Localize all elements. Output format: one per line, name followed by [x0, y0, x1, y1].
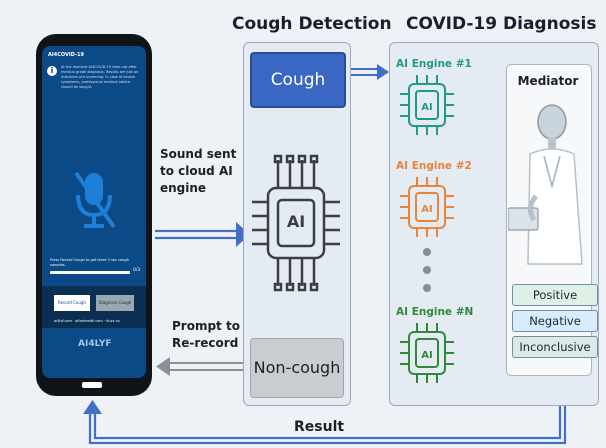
app-title: AI4COVID-19	[48, 52, 85, 58]
robot-doctor-icon	[507, 96, 588, 268]
engine-n-label: AI Engine #N	[396, 306, 474, 318]
outcome-inconclusive: Inconclusive	[512, 336, 598, 358]
outcome-positive: Positive	[512, 284, 598, 306]
svg-text:AI: AI	[421, 350, 432, 361]
disclaimer-text: At the moment AI4COVID-19 does not offer…	[61, 65, 139, 89]
record-cough-button[interactable]: Record Cough	[54, 295, 90, 311]
phone-screen: AI4COVID-19 i At the moment AI4COVID-19 …	[42, 46, 146, 378]
progress-count: 0/3	[133, 268, 141, 273]
result-arrow	[83, 376, 567, 445]
home-button[interactable]	[82, 382, 102, 388]
sound-sent-line-1: Sound sent	[160, 147, 237, 161]
ellipsis-dot	[423, 248, 431, 256]
diagnose-cough-button[interactable]: Diagnose Cough	[96, 295, 134, 311]
engine-n-chip-icon: AI	[400, 322, 454, 384]
non-cough-node: Non-cough	[250, 338, 344, 398]
record-instruction: Press Record Cough to get three 3 sec co…	[50, 258, 129, 267]
engine-2-label: AI Engine #2	[396, 160, 472, 172]
prompt-arrow	[156, 357, 246, 376]
outcome-negative: Negative	[512, 310, 598, 332]
mediator-label: Mediator	[517, 74, 579, 88]
smartphone: AI4COVID-19 i At the moment AI4COVID-19 …	[36, 34, 152, 396]
sound-sent-line-3: engine	[160, 181, 207, 195]
prompt-line-2: Re-record	[172, 336, 239, 350]
cloud-ai-label: AI	[286, 212, 306, 231]
prompt-line-1: Prompt to	[172, 319, 240, 333]
brand-logo: AI4LYF	[78, 339, 112, 349]
sound-sent-arrow	[155, 222, 250, 247]
ellipsis-dot	[423, 284, 431, 292]
progress-bar	[50, 271, 130, 274]
svg-text:AI: AI	[421, 102, 432, 113]
info-icon[interactable]: i	[47, 66, 57, 76]
svg-text:AI: AI	[421, 204, 432, 215]
engine-1-chip-icon: AI	[400, 74, 454, 136]
result-label: Result	[290, 419, 349, 435]
cloud-ai-chip-icon: AI	[252, 154, 340, 292]
engine-1-label: AI Engine #1	[396, 58, 472, 70]
prompt-label: Prompt to Re-record	[172, 318, 240, 352]
microphone-muted-icon[interactable]	[68, 169, 120, 233]
cough-detection-title: Cough Detection	[232, 14, 392, 34]
covid-diagnosis-title: COVID-19 Diagnosis	[406, 14, 597, 34]
ellipsis-dot	[423, 266, 431, 274]
partners-text: ai4lyf.com · aiforhealth.com · itucs.co	[54, 319, 120, 323]
cough-node: Cough	[250, 52, 346, 108]
engine-2-chip-icon: AI	[400, 176, 454, 238]
sound-sent-label: Sound sent to cloud AI engine	[160, 146, 236, 197]
sound-sent-line-2: to cloud AI	[160, 164, 233, 178]
cough-to-engines-arrow	[346, 64, 389, 80]
